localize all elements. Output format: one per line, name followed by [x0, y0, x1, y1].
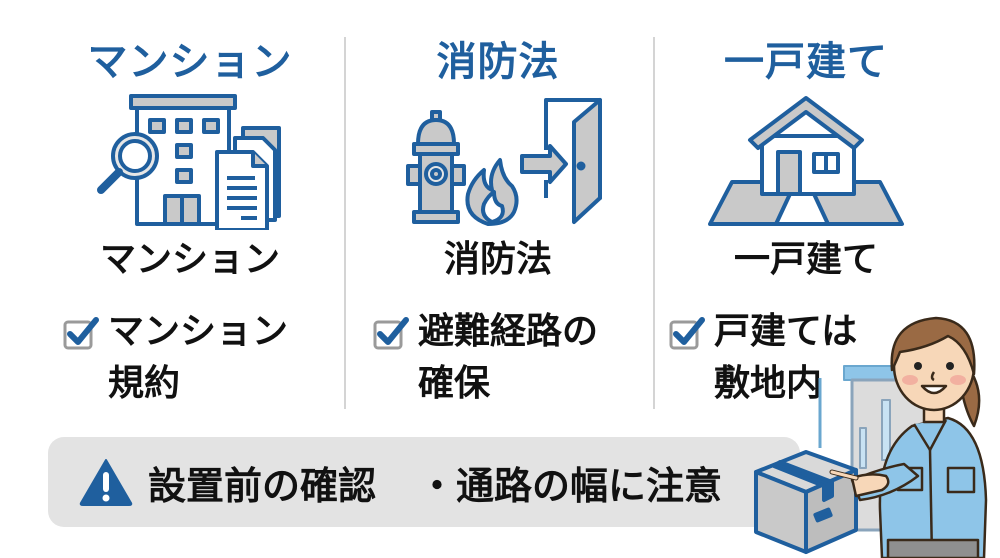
- column-divider-2: [653, 37, 655, 409]
- checkbox-checked-icon: [62, 314, 100, 352]
- column-title: 消防法: [436, 39, 560, 85]
- check-item: 戸建ては敷地内: [668, 306, 864, 410]
- worker-illustration: [752, 300, 1000, 558]
- check-item: 避難経路の確保: [372, 306, 618, 410]
- fire-hydrant-flame-exit-icon: [388, 90, 608, 234]
- check-item: マンション規約: [62, 306, 308, 410]
- column-fire-law: 消防法 消防法: [348, 0, 648, 420]
- warning-title: 設置前の確認: [148, 463, 377, 508]
- column-title: マンション: [87, 39, 293, 85]
- column-detached-house: 一戸建て 一戸建て 戸建ては敷地内: [656, 0, 956, 420]
- check-item-text: マンション規約: [108, 311, 289, 404]
- warning-note: ・通路の幅に注意: [418, 463, 723, 508]
- column-subtitle: 消防法: [443, 239, 552, 280]
- worker-woman: [829, 316, 988, 558]
- apartment-document-search-icon: [95, 90, 285, 234]
- warning-triangle-icon: [78, 457, 134, 507]
- checkbox-checked-icon: [372, 314, 410, 352]
- column-title: 一戸建て: [724, 39, 888, 85]
- checkbox-checked-icon: [668, 314, 706, 352]
- column-subtitle: マンション: [99, 239, 280, 280]
- column-mansion: マンション: [40, 0, 340, 420]
- column-divider-1: [344, 37, 346, 409]
- check-item-text: 戸建ては敷地内: [714, 311, 858, 404]
- column-subtitle: 一戸建て: [733, 239, 878, 280]
- cardboard-box-icon: [754, 450, 858, 554]
- warning-bar: 設置前の確認 ・通路の幅に注意: [48, 437, 800, 527]
- house-lot-icon: [706, 90, 906, 234]
- check-item-text: 避難経路の確保: [418, 311, 599, 404]
